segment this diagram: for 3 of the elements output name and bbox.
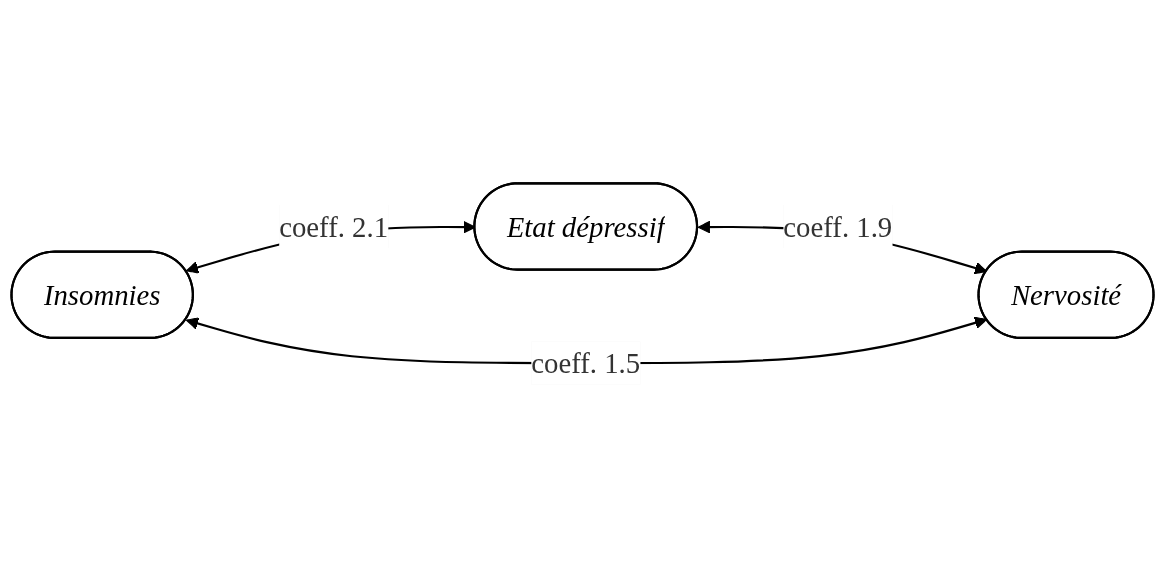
edge-label: coeff. 2.1	[279, 210, 389, 243]
edge-label: coeff. 1.9	[783, 210, 893, 243]
edge-label: coeff. 1.5	[531, 347, 641, 379]
